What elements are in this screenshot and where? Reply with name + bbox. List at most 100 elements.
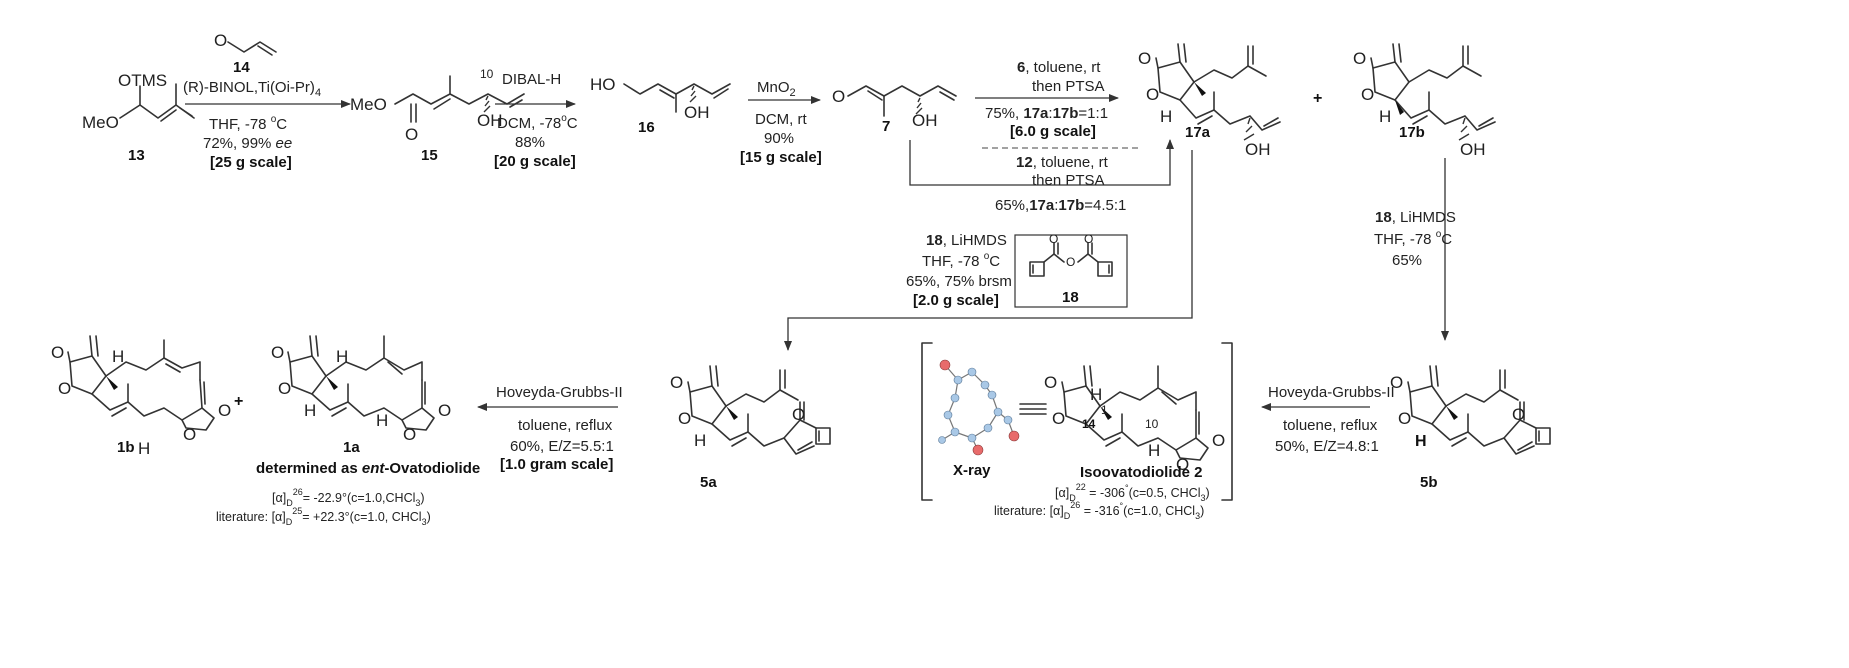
- step6a-line2: toluene, reflux: [518, 417, 613, 434]
- ring-o-5a: O: [678, 409, 691, 428]
- plus-sign-2: +: [234, 393, 243, 410]
- c1-label: 1: [1101, 403, 1108, 417]
- compound-17b: O O H OH 17b: [1353, 43, 1496, 159]
- step3-line4: [15 g scale]: [740, 149, 822, 166]
- ester-o-5a: O: [792, 405, 805, 424]
- aldehyde-o-label-7: O: [832, 87, 845, 106]
- step5a-line4: [2.0 g scale]: [913, 292, 999, 309]
- step2-conditions: DIBAL-H DCM, -78oC 88% [20 g scale]: [494, 71, 578, 170]
- c10-iso-label: 10: [1145, 417, 1159, 431]
- h-1b-1: H: [112, 347, 124, 366]
- h-1a-3: H: [376, 411, 388, 430]
- step4-lower1: 12, toluene, rt: [1016, 154, 1109, 171]
- compound-5b: O O H O 5b: [1390, 365, 1551, 491]
- step5a-line1: 18, LiHMDS: [926, 232, 1007, 249]
- step2-line4: [20 g scale]: [494, 153, 576, 170]
- isoovatodiolide-bracket: [921, 342, 1233, 501]
- h-1a-1: H: [336, 347, 348, 366]
- compound-5a-label: 5a: [700, 474, 717, 491]
- ova-rotation: [α]D26= -22.9°(c=1.0,CHCl3): [272, 487, 425, 508]
- ho-label-16: HO: [590, 75, 616, 94]
- compound-14-label: 14: [233, 59, 250, 76]
- step4-lower3: 65%,17a:17b=4.5:1: [995, 197, 1126, 214]
- lactone-o-iso: O: [1044, 373, 1057, 392]
- step6b-line1: Hoveyda-Grubbs-II: [1268, 384, 1395, 401]
- ring-o-5b: O: [1398, 409, 1411, 428]
- lactone-o-17b: O: [1353, 49, 1366, 68]
- otms-label: OTMS: [118, 71, 167, 90]
- equivalence-sign: [1019, 403, 1047, 415]
- step5a-arrow: [784, 150, 1193, 351]
- compound-7: O OH 7: [832, 85, 957, 135]
- lactone-o-1b: O: [51, 343, 64, 362]
- ovatodiolide-assignment: determined as ent-Ovatodiolide: [256, 460, 480, 477]
- step6b-line3: 50%, E/Z=4.8:1: [1275, 438, 1379, 455]
- plus-sign-1: +: [1313, 90, 1322, 107]
- compound-17a: O O H OH 17a: [1138, 43, 1281, 159]
- step6a-conditions: Hoveyda-Grubbs-II toluene, reflux 60%, E…: [477, 384, 623, 473]
- c10-label: 10: [480, 67, 494, 81]
- step2-line1: DIBAL-H: [502, 71, 561, 88]
- step1-line3: 72%, 99% ee: [203, 135, 292, 152]
- oh-17b: OH: [1460, 140, 1486, 159]
- step4-upper4: [6.0 g scale]: [1010, 123, 1096, 140]
- lactone-o-17a: O: [1138, 49, 1151, 68]
- lactone-o-1a: O: [271, 343, 284, 362]
- step6a-line1: Hoveyda-Grubbs-II: [496, 384, 623, 401]
- step6b-conditions: Hoveyda-Grubbs-II toluene, reflux 50%, E…: [1261, 384, 1395, 455]
- c14-label: 14: [1082, 417, 1096, 431]
- reagent-18-o3: O: [1084, 232, 1093, 246]
- h-1b-2: H: [138, 439, 150, 458]
- step4-upper3: 75%, 17a:17b=1:1: [985, 105, 1108, 122]
- compound-16-label: 16: [638, 119, 655, 136]
- reagent-18-o1: O: [1049, 232, 1058, 246]
- step3-line1: MnO2: [757, 79, 796, 99]
- compound-13: OTMS MeO 13: [82, 71, 195, 164]
- step3-line3: 90%: [764, 130, 794, 147]
- step1-line4: [25 g scale]: [210, 154, 292, 171]
- compound-7-label: 7: [882, 118, 890, 135]
- compound-14: O 14: [214, 31, 277, 76]
- step4-upper2: then PTSA: [1032, 78, 1105, 95]
- xray-label: X-ray: [953, 462, 991, 479]
- reagent-18-box: O O O 18: [1014, 232, 1128, 308]
- meo-label: MeO: [82, 113, 119, 132]
- carbonyl-o-1a: O: [438, 401, 451, 420]
- compound-1a-label: 1a: [343, 439, 360, 456]
- oh-label-16: OH: [684, 103, 710, 122]
- step6a-line4: [1.0 gram scale]: [500, 456, 613, 473]
- compound-16: HO OH 16: [590, 75, 731, 136]
- h-17b: H: [1379, 107, 1391, 126]
- compound-15: MeO O OH 10 15: [350, 67, 525, 164]
- step1-line2: THF, -78 oC: [209, 114, 287, 133]
- carbonyl-o-1b: O: [218, 401, 231, 420]
- step5b-line1: 18, LiHMDS: [1375, 209, 1456, 226]
- step2-line3: 88%: [515, 134, 545, 151]
- isoovatodiolide-label: Isoovatodiolide 2: [1080, 464, 1203, 481]
- h-5b: H: [1415, 433, 1427, 450]
- aldehyde-o-label: O: [214, 31, 227, 50]
- step5a-conditions: 18, LiHMDS THF, -78 oC 65%, 75% brsm [2.…: [784, 150, 1193, 351]
- h-iso-1: H: [1090, 385, 1102, 404]
- ester-o-label-15: O: [405, 125, 418, 144]
- butenolide-o-1b: O: [183, 425, 196, 444]
- h-1a-2: H: [304, 401, 316, 420]
- step4-lower2: then PTSA: [1032, 172, 1105, 189]
- ester-o-5b: O: [1512, 405, 1525, 424]
- lactone-o-5b: O: [1390, 373, 1403, 392]
- step5a-line2: THF, -78 oC: [922, 251, 1000, 270]
- isoovatodiolide-2: O O H 1 14 10 H O O Isoovatodiolide 2: [1044, 365, 1225, 481]
- lactone-o-5a: O: [670, 373, 683, 392]
- compound-13-label: 13: [128, 147, 145, 164]
- h-iso-2: H: [1148, 441, 1160, 460]
- reagent-18-label: 18: [1062, 289, 1079, 306]
- compound-5a: O O H O 5a: [670, 365, 831, 491]
- h-5a: H: [694, 431, 706, 450]
- ova-literature: literature: [α]D25= +22.3°(c=1.0, CHCl3): [216, 506, 431, 527]
- step3-line2: DCM, rt: [755, 111, 807, 128]
- oh-label-7: OH: [912, 111, 938, 130]
- butenolide-o-iso: O: [1176, 455, 1189, 474]
- compound-17a-label: 17a: [1185, 124, 1211, 141]
- step3-conditions: MnO2 DCM, rt 90% [15 g scale]: [740, 79, 822, 166]
